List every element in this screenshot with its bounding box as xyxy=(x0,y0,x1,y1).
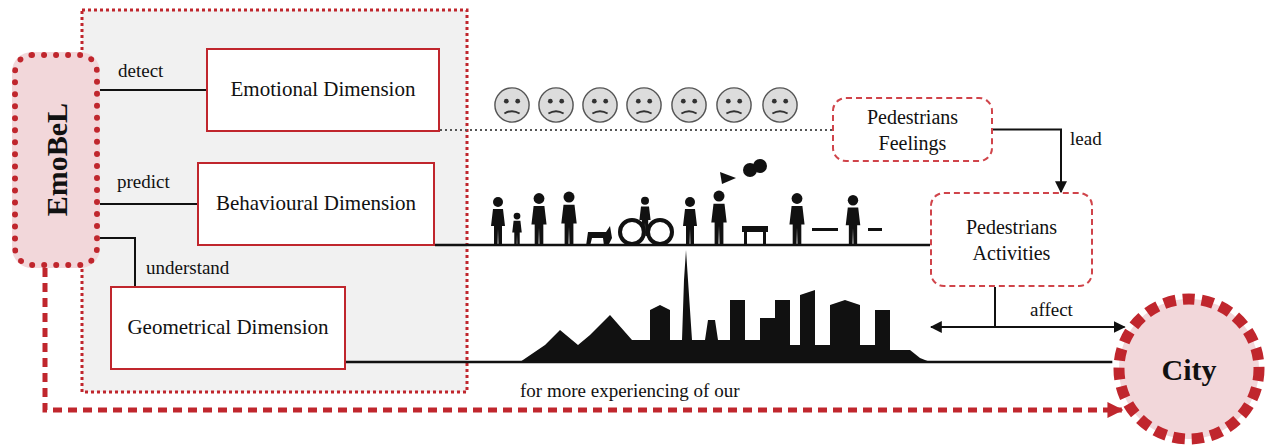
node-text: EmoBeL xyxy=(31,103,82,216)
connector xyxy=(45,268,1122,410)
emotion-faces xyxy=(495,88,797,122)
pedestrian-figure xyxy=(531,193,546,246)
balloon-symbol xyxy=(753,159,767,173)
pedestrian-silhouettes xyxy=(491,159,882,246)
edge-label: understand xyxy=(146,257,229,279)
node-text: Geometrical Dimension xyxy=(121,314,334,341)
node-text: Pedestrians Activities xyxy=(932,214,1091,266)
edge-label: predict xyxy=(117,171,170,193)
dimension-box: Emotional Dimension xyxy=(206,48,440,132)
node-text: City xyxy=(1156,350,1223,389)
emotion-face xyxy=(672,88,706,122)
circle-outline xyxy=(1119,299,1259,439)
emotion-face xyxy=(495,88,529,122)
emotion-face xyxy=(717,88,751,122)
node-text: Behavioural Dimension xyxy=(210,190,422,217)
dimension-box: Behavioural Dimension xyxy=(197,162,435,246)
connector xyxy=(993,130,1061,193)
state-box: Pedestrians Activities xyxy=(930,192,1093,287)
connector xyxy=(440,129,832,131)
emotion-face xyxy=(583,88,617,122)
bench-symbol xyxy=(742,226,768,232)
system-box: EmoBeL xyxy=(12,52,100,268)
cyclist-figure xyxy=(639,197,650,236)
connector xyxy=(100,203,197,205)
edge-label: affect xyxy=(1030,299,1073,321)
emotion-face xyxy=(539,88,573,122)
connector xyxy=(435,244,930,247)
pedestrian-figure xyxy=(512,213,522,246)
edge-label: for more experiencing of our xyxy=(520,380,739,402)
pedestrian-figure xyxy=(846,195,861,246)
fence-symbol xyxy=(868,228,882,231)
framework-frame xyxy=(82,10,467,392)
bicycle-wheel xyxy=(648,220,672,244)
city-skyline xyxy=(520,250,930,362)
state-box: Pedestrians Feelings xyxy=(832,97,993,162)
connector xyxy=(100,238,135,286)
pedestrian-figure xyxy=(491,197,505,246)
city-circle: City xyxy=(1112,292,1266,446)
pedestrian-figure xyxy=(711,191,726,245)
node-text: Pedestrians Feelings xyxy=(834,104,991,156)
pedestrian-figure xyxy=(789,193,804,246)
connector xyxy=(995,287,1124,327)
dimension-box: Geometrical Dimension xyxy=(110,286,346,370)
bench-symbol xyxy=(763,232,766,246)
node-text: Emotional Dimension xyxy=(225,76,422,103)
impact-arrow-head xyxy=(931,326,995,328)
bench-symbol xyxy=(744,232,747,246)
fence-symbol xyxy=(812,228,838,231)
connector xyxy=(100,89,206,91)
connector xyxy=(346,361,1112,364)
dog-silhouette xyxy=(586,226,612,246)
pedestrian-figure xyxy=(683,197,697,246)
pedestrian-figure xyxy=(561,192,576,246)
edge-label: lead xyxy=(1070,128,1102,150)
flag-symbol xyxy=(720,172,736,184)
emotion-face xyxy=(763,88,797,122)
edge-label: detect xyxy=(118,60,163,82)
bicycle-wheel xyxy=(620,220,644,244)
emotion-face xyxy=(627,88,661,122)
